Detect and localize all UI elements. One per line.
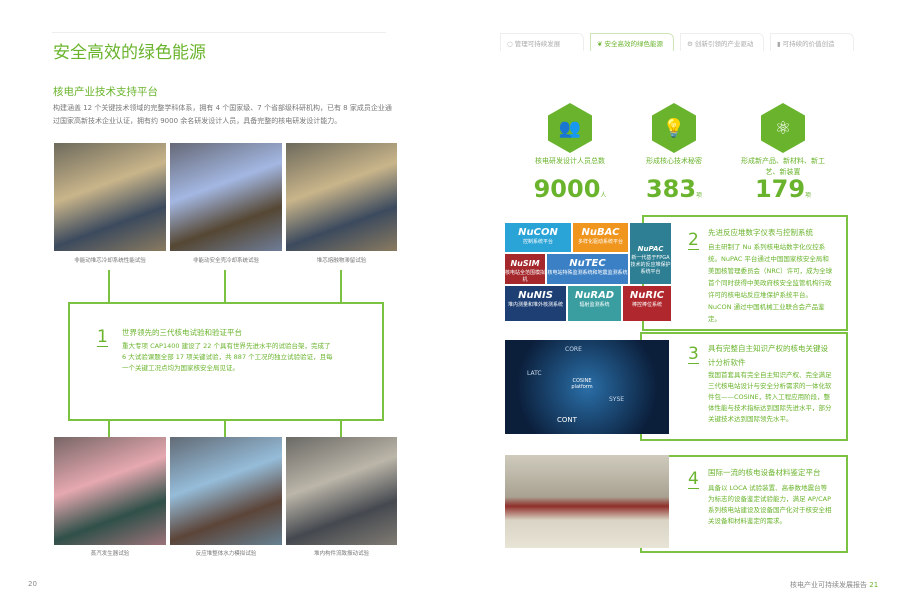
chapter-tabs: ○ 管理可持续发展 ❦ 安全高效的绿色能源 ⚙ 创新引领的产业驱动 ▮ 可持续的…	[500, 33, 854, 51]
test-photo	[54, 143, 166, 251]
gears-icon: ⚙	[687, 40, 695, 48]
platform-1-box: 1 世界领先的三代核电试验和验证平台 重大专项 CAP1400 建设了 22 个…	[68, 302, 384, 421]
platform-body: 具备以 LOCA 试验装置、高参数地震台等为标志的设备鉴定试验能力，满足 AP/…	[708, 484, 832, 525]
test-photo	[286, 437, 397, 545]
platform-body: 我国首套具有完全自主知识产权、完全满足三代核电站设计与安全分析需求的一体化软件包…	[708, 371, 832, 423]
bar-chart-icon: ▮	[777, 40, 783, 48]
stat-new-products: ⚛ 形成新产品、新材料、新工艺、新装置 179项	[740, 103, 826, 203]
test-photo	[170, 143, 282, 251]
people-icon: 👥	[548, 103, 592, 153]
connector-line	[224, 420, 226, 437]
tab-management[interactable]: ○ 管理可持续发展	[500, 33, 584, 51]
equipment-photo	[505, 455, 669, 548]
connector-line	[108, 420, 110, 437]
connector-line	[108, 270, 110, 304]
photo-caption: 非能动安全壳冷却系统试验	[192, 258, 259, 264]
platform-body: 自主研制了 Nu 系列核电站数字化仪控系统。NuPAC 平台通过中国国家核安全局…	[708, 243, 833, 323]
photo-caption: 非能动堆芯冷却系统性能试验	[74, 258, 146, 264]
footer-report-title: 核电产业可持续发展报告 21	[790, 581, 879, 589]
platform-2-box: 2 先进反应堆数字仪表与控制系统 自主研制了 Nu 系列核电站数字化仪控系统。N…	[642, 215, 848, 331]
platform-number: 3	[688, 344, 699, 364]
test-photo	[170, 437, 282, 545]
page-number-left: 20	[28, 580, 37, 588]
platform-title: 国际一流的核电设备材料鉴定平台	[708, 468, 821, 477]
platform-body: 重大专项 CAP1400 建设了 22 个具有世界先进水平的试验台架，完成了 6…	[122, 342, 333, 372]
header-rule	[52, 32, 386, 33]
section-title: 核电产业技术支持平台	[53, 86, 158, 98]
stat-researchers: 👥 核电研发设计人员总数 9000人	[530, 103, 610, 203]
tab-green-energy[interactable]: ❦ 安全高效的绿色能源	[590, 33, 674, 51]
photo-caption: 堆内构件流致振动试验	[313, 551, 369, 557]
platform-number: 2	[688, 230, 699, 250]
platform-3-box: 3 具有完整自主知识产权的核电关键设计分析软件 我国首套具有完全自主知识产权、完…	[640, 332, 848, 441]
photo-caption: 反应堆整体水力模拟试验	[195, 551, 257, 557]
platform-title: 先进反应堆数字仪表与控制系统	[708, 228, 813, 237]
leaf-icon: ❦	[597, 40, 605, 48]
connector-line	[340, 420, 342, 437]
stat-tech-secrets: 💡 形成核心技术秘密 383项	[634, 103, 714, 203]
platform-number: 4	[688, 469, 699, 489]
platform-4-box: 4 国际一流的核电设备材料鉴定平台 具备以 LOCA 试验装置、高参数地震台等为…	[640, 455, 848, 553]
circle-icon: ○	[507, 40, 515, 48]
tab-innovation[interactable]: ⚙ 创新引领的产业驱动	[680, 33, 764, 51]
connector-line	[224, 270, 226, 304]
photo-caption: 蒸汽发生器试验	[90, 551, 130, 557]
page-title: 安全高效的绿色能源	[53, 43, 206, 63]
platform-number: 1	[97, 327, 108, 347]
test-photo	[286, 143, 397, 251]
platform-title: 世界领先的三代核电试验和验证平台	[122, 328, 242, 337]
photo-caption: 堆芯熔融物滞留试验	[316, 258, 367, 264]
software-image: CORE LATC COSINE platform SYSE CONT	[505, 340, 669, 434]
intro-text: 构建涵盖 12 个关键技术领域的完整学科体系，拥有 4 个国家级、7 个省部级科…	[53, 104, 392, 125]
connector-line	[340, 270, 342, 304]
atom-icon: ⚛	[761, 103, 805, 153]
platform-title: 具有完整自主知识产权的核电关键设计分析软件	[708, 344, 828, 367]
tab-value[interactable]: ▮ 可持续的价值创造	[770, 33, 854, 51]
test-photo	[54, 437, 166, 545]
lightbulb-icon: 💡	[652, 103, 696, 153]
